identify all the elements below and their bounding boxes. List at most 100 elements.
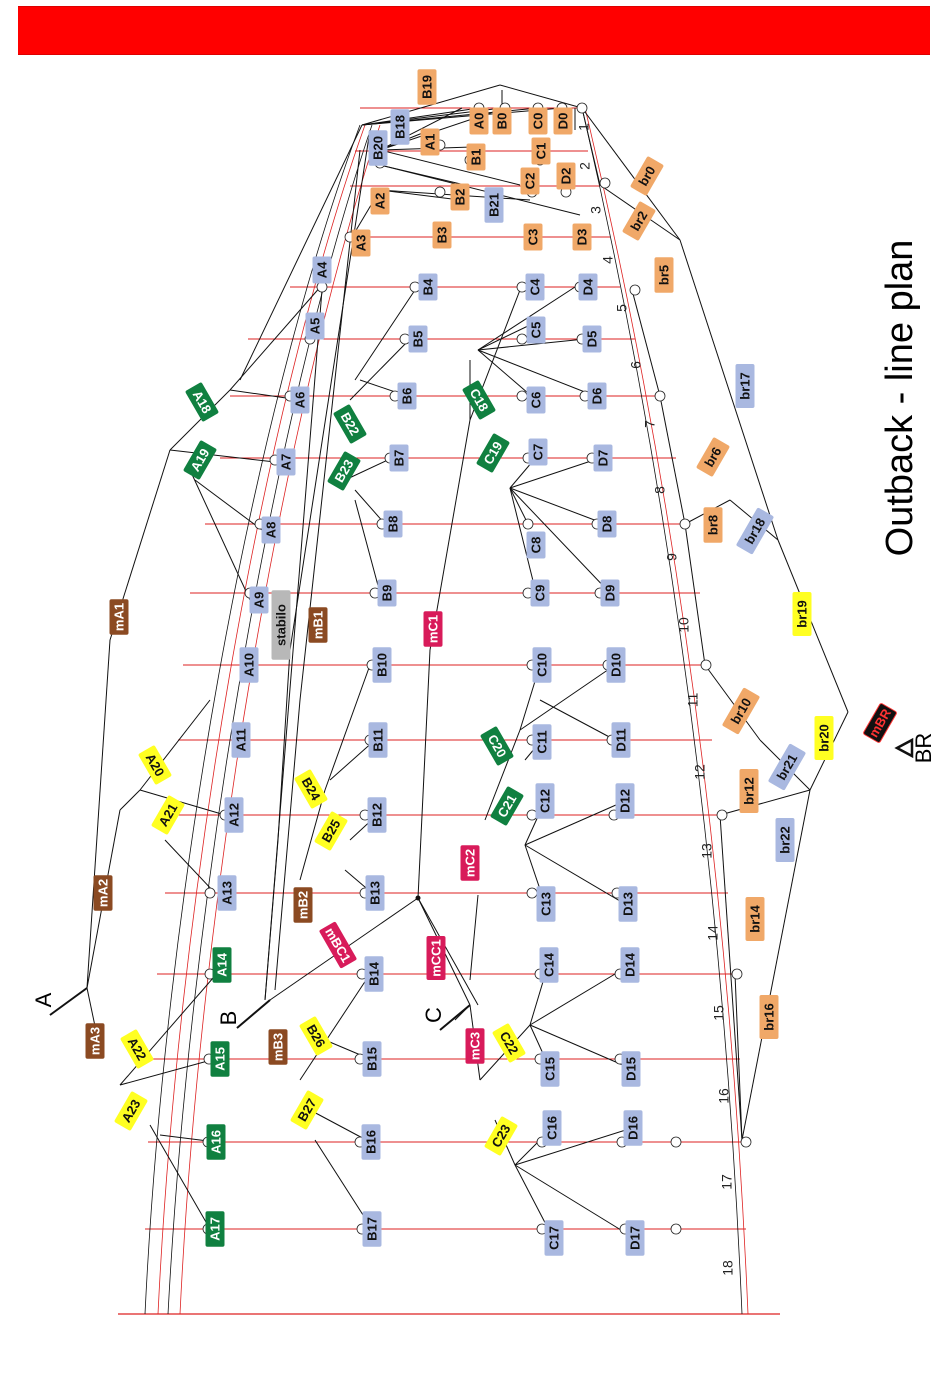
rigging-line bbox=[379, 189, 461, 201]
svg-text:B15: B15 bbox=[364, 1047, 379, 1071]
line-label-c13: C13 bbox=[536, 886, 556, 922]
row-number: 3 bbox=[588, 206, 604, 214]
svg-text:br22: br22 bbox=[777, 826, 792, 853]
line-label-d5: D5 bbox=[582, 325, 602, 353]
svg-text:B3: B3 bbox=[434, 227, 449, 244]
line-label-d14: D14 bbox=[620, 947, 640, 983]
line-label-b6: B6 bbox=[397, 382, 417, 410]
line-label-br12: br12 bbox=[739, 769, 759, 813]
side-label-b: B bbox=[216, 1011, 241, 1026]
line-label-a11: A11 bbox=[231, 722, 251, 758]
side-marker bbox=[236, 999, 271, 1029]
svg-text:mA3: mA3 bbox=[87, 1027, 102, 1055]
rigging-line bbox=[484, 729, 521, 821]
line-label-mcc1: mCC1 bbox=[426, 936, 446, 980]
line-label-b19: B19 bbox=[417, 69, 437, 105]
line-label-d17: D17 bbox=[625, 1220, 645, 1256]
row-number: 11 bbox=[685, 693, 701, 708]
svg-text:B1: B1 bbox=[468, 149, 483, 166]
line-label-d3: D3 bbox=[572, 223, 592, 251]
edge-curve bbox=[157, 124, 366, 1315]
rigging-line bbox=[139, 699, 211, 791]
line-label-a20: A20 bbox=[138, 745, 172, 785]
svg-text:C11: C11 bbox=[534, 730, 549, 753]
header-bar bbox=[18, 6, 930, 55]
line-label-b21: B21 bbox=[484, 187, 504, 223]
line-label-a12: A12 bbox=[224, 797, 244, 833]
line-label-a13: A13 bbox=[217, 875, 237, 911]
rigging-line bbox=[379, 149, 521, 186]
rigging-line bbox=[477, 324, 531, 351]
attachment-point bbox=[599, 177, 611, 189]
svg-text:B0: B0 bbox=[494, 113, 509, 130]
line-edges bbox=[49, 84, 849, 1239]
line-label-c4: C4 bbox=[525, 273, 545, 301]
svg-text:B9: B9 bbox=[379, 585, 394, 602]
svg-text:D0: D0 bbox=[555, 113, 570, 130]
svg-text:D10: D10 bbox=[608, 653, 623, 677]
line-label-d11: D11 bbox=[611, 722, 631, 758]
rigging-line bbox=[631, 289, 661, 397]
rigging-line bbox=[477, 349, 596, 397]
attachment-point bbox=[522, 518, 534, 530]
line-label-b26: B26 bbox=[299, 1016, 333, 1056]
svg-text:B13: B13 bbox=[367, 881, 382, 905]
svg-text:A15: A15 bbox=[212, 1047, 227, 1071]
line-label-br10: br10 bbox=[722, 687, 760, 735]
line-label-br21: br21 bbox=[768, 743, 806, 791]
rigging-line bbox=[477, 338, 586, 351]
line-label-c15: C15 bbox=[540, 1051, 560, 1087]
rigging-line bbox=[119, 969, 221, 1086]
line-label-a14: A14 bbox=[212, 947, 232, 983]
row-number: 10 bbox=[676, 617, 692, 633]
edge-curve bbox=[584, 107, 749, 1315]
row-number: 5 bbox=[614, 304, 630, 312]
attachment-point bbox=[731, 968, 743, 980]
svg-text:A10: A10 bbox=[241, 653, 256, 677]
line-label-d16: D16 bbox=[623, 1110, 643, 1146]
svg-text:mC2: mC2 bbox=[462, 849, 477, 877]
line-label-b3: B3 bbox=[432, 221, 452, 249]
line-label-ma1: mA1 bbox=[109, 599, 129, 635]
rigging-line bbox=[164, 839, 216, 894]
rigging-line bbox=[509, 487, 606, 525]
svg-text:C1: C1 bbox=[533, 143, 548, 160]
svg-text:C10: C10 bbox=[534, 653, 549, 677]
line-label-stabilo: stabilo bbox=[271, 590, 291, 660]
rigging-line bbox=[417, 897, 479, 1006]
rigging-line bbox=[581, 107, 601, 186]
line-label-b2: B2 bbox=[450, 183, 470, 211]
side-label-c: C bbox=[421, 1007, 446, 1023]
svg-text:A9: A9 bbox=[251, 592, 266, 609]
svg-text:B17: B17 bbox=[364, 1217, 379, 1241]
rigging-line bbox=[264, 289, 323, 1001]
rigging-line bbox=[509, 487, 611, 594]
edge-curve bbox=[581, 107, 743, 1315]
line-label-mb1: mB1 bbox=[308, 607, 328, 643]
row-number: 8 bbox=[652, 486, 668, 494]
line-label-c23: C23 bbox=[484, 1116, 518, 1156]
svg-text:br17: br17 bbox=[737, 372, 752, 399]
svg-text:A7: A7 bbox=[278, 454, 293, 471]
svg-text:B7: B7 bbox=[391, 450, 406, 467]
line-label-c7: C7 bbox=[528, 438, 548, 466]
line-label-a10: A10 bbox=[239, 647, 259, 683]
row-number: 9 bbox=[664, 553, 680, 561]
line-label-br20: br20 bbox=[814, 716, 834, 760]
line-label-br16: br16 bbox=[759, 995, 779, 1039]
line-label-br17: br17 bbox=[735, 364, 755, 408]
row-number: 14 bbox=[705, 925, 721, 941]
line-label-c6: C6 bbox=[526, 386, 546, 414]
riser-label: BR bbox=[911, 733, 936, 764]
line-label-b17: B17 bbox=[362, 1211, 382, 1247]
svg-text:B19: B19 bbox=[419, 75, 434, 99]
svg-text:B4: B4 bbox=[420, 278, 435, 295]
svg-text:br5: br5 bbox=[656, 265, 671, 285]
svg-text:A17: A17 bbox=[207, 1217, 222, 1241]
svg-text:B12: B12 bbox=[369, 803, 384, 827]
line-label-d6: D6 bbox=[587, 382, 607, 410]
line-label-ma2: mA2 bbox=[93, 875, 113, 911]
svg-text:mA1: mA1 bbox=[111, 603, 126, 631]
